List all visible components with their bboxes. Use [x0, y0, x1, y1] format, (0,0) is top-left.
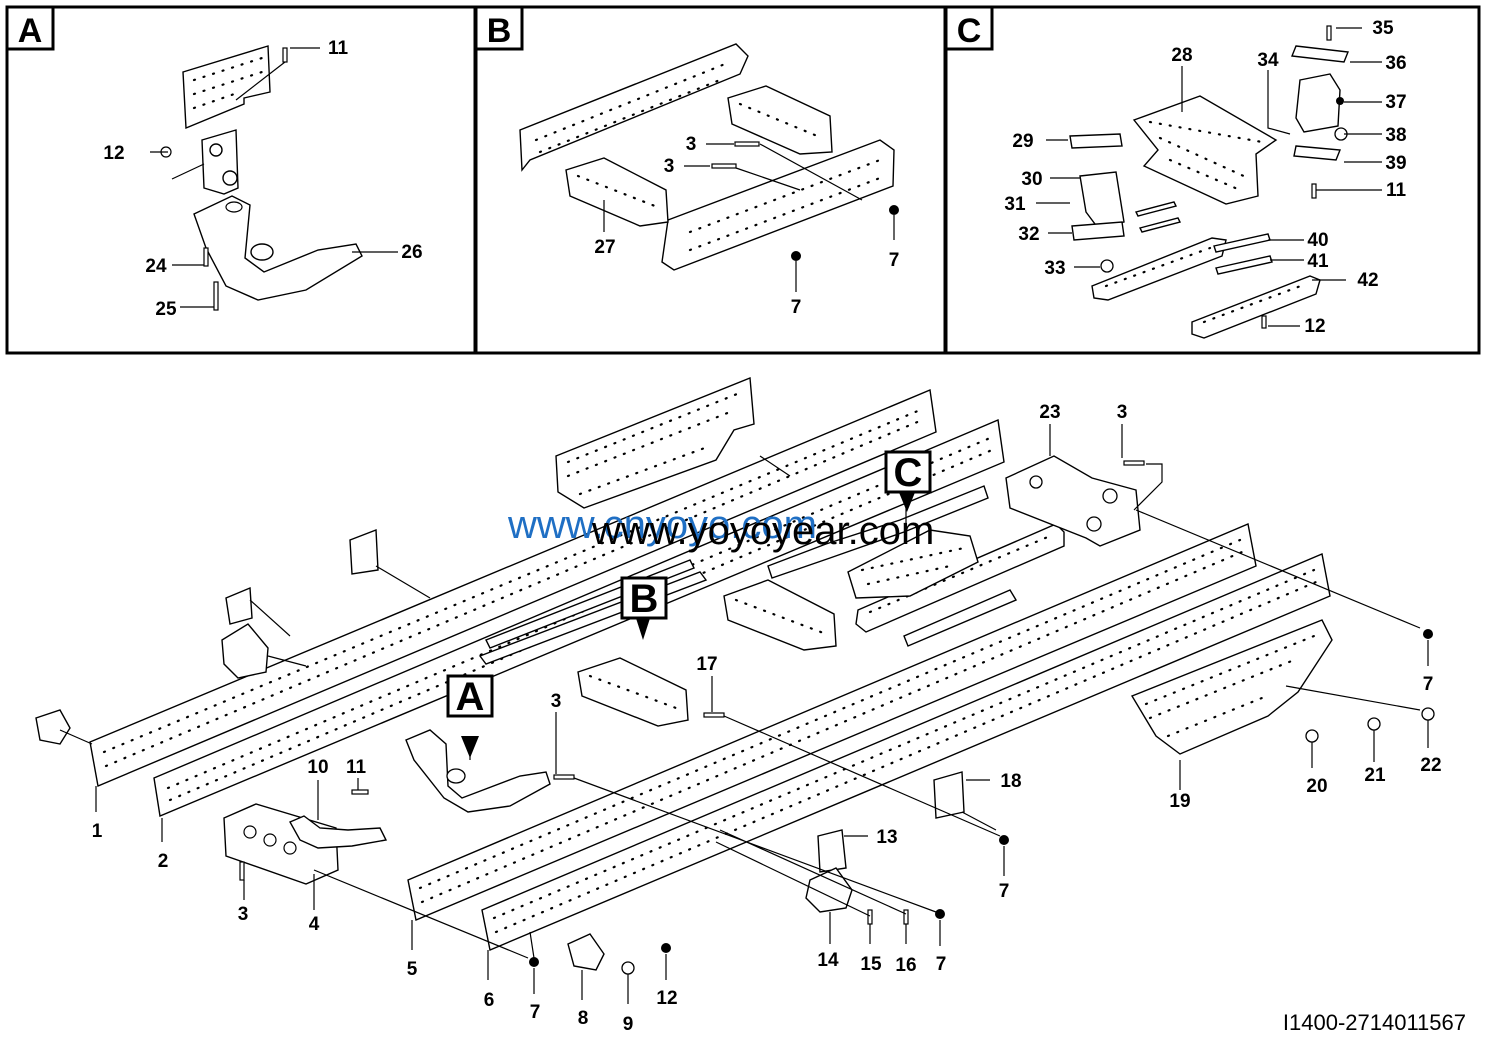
panel-a-label: 25	[155, 299, 177, 320]
panel-a: A 11 12 24 25 26	[5, 5, 477, 355]
panel-a-label: 26	[401, 242, 422, 263]
part-label: 12	[656, 988, 677, 1009]
callout-c: C	[884, 450, 932, 495]
part-label: 9	[623, 1014, 634, 1035]
panel-b-letter: B	[487, 12, 512, 50]
panel-a-label: 12	[103, 143, 124, 164]
part-label: 7	[936, 954, 947, 975]
panel-c-label: 35	[1372, 18, 1394, 39]
figure-code: I1400-2714011567	[1283, 1010, 1466, 1035]
part-label: 4	[309, 914, 320, 935]
panel-c-label: 38	[1385, 125, 1406, 146]
watermark-text: www.cnyoyo.com	[507, 503, 817, 547]
part-label: 8	[578, 1008, 589, 1029]
panel-c-label: 11	[1386, 180, 1407, 201]
part-label: 7	[999, 881, 1010, 902]
panel-c-label: 31	[1004, 194, 1026, 215]
panel-c: C 35 28 34 36 37 29 38	[944, 5, 1481, 355]
part-label: 7	[1423, 674, 1434, 695]
panel-c-label: 39	[1385, 153, 1406, 174]
callout-b: B	[620, 576, 668, 621]
panel-c-label: 32	[1018, 224, 1039, 245]
part-label: 3	[551, 691, 562, 712]
part-label: 22	[1420, 755, 1441, 776]
part-label: 20	[1306, 776, 1327, 797]
panel-c-label: 41	[1307, 251, 1329, 272]
callout-a: A	[446, 674, 494, 719]
panel-b-label: 7	[791, 297, 802, 318]
panel-b-label: 7	[889, 250, 900, 271]
panel-c-label: 12	[1304, 316, 1325, 337]
panel-a-letter: A	[18, 12, 43, 50]
part-label: 15	[860, 954, 882, 975]
panel-c-label: 40	[1307, 230, 1328, 251]
main-view: A B C 23 3 7 22 21 20 19 18 7 17 3 13 14…	[35, 376, 1466, 1035]
callout-b-letter: B	[630, 577, 659, 621]
part-label: 18	[1000, 771, 1021, 792]
panel-c-label: 36	[1385, 53, 1406, 74]
watermark-text: www.yoyoyear.com	[591, 509, 934, 553]
panel-c-label: 33	[1044, 258, 1065, 279]
panel-c-letter: C	[957, 12, 982, 50]
part-label: 11	[346, 757, 367, 778]
part-label: 21	[1364, 765, 1386, 786]
panel-c-label: 42	[1357, 270, 1378, 291]
callout-a-letter: A	[456, 675, 485, 719]
part-label: 3	[1117, 402, 1128, 423]
panel-c-label: 37	[1385, 92, 1406, 113]
part-label: 23	[1039, 402, 1060, 423]
part-label: 2	[158, 851, 169, 872]
callout-c-letter: C	[894, 451, 923, 495]
panel-a-label: 24	[145, 256, 167, 277]
panel-b-label: 3	[664, 156, 675, 177]
part-label: 10	[307, 757, 328, 778]
panel-c-label: 34	[1257, 50, 1279, 71]
part-label: 5	[407, 959, 418, 980]
part-label: 14	[817, 950, 839, 971]
panel-b-label: 27	[594, 237, 615, 258]
part-label: 19	[1169, 791, 1190, 812]
panel-b: B 3 3 27 7 7	[474, 5, 947, 355]
part-label: 1	[92, 821, 103, 842]
panel-a-label: 11	[328, 38, 349, 59]
panel-c-label: 29	[1012, 131, 1033, 152]
part-label: 3	[238, 904, 249, 925]
part-label: 16	[895, 955, 916, 976]
panel-c-label: 30	[1021, 169, 1042, 190]
part-label: 17	[696, 654, 717, 675]
panel-b-label: 3	[686, 134, 697, 155]
part-label: 7	[530, 1002, 541, 1023]
part-label: 6	[484, 990, 495, 1011]
panel-c-label: 28	[1171, 45, 1192, 66]
part-label: 13	[876, 827, 897, 848]
